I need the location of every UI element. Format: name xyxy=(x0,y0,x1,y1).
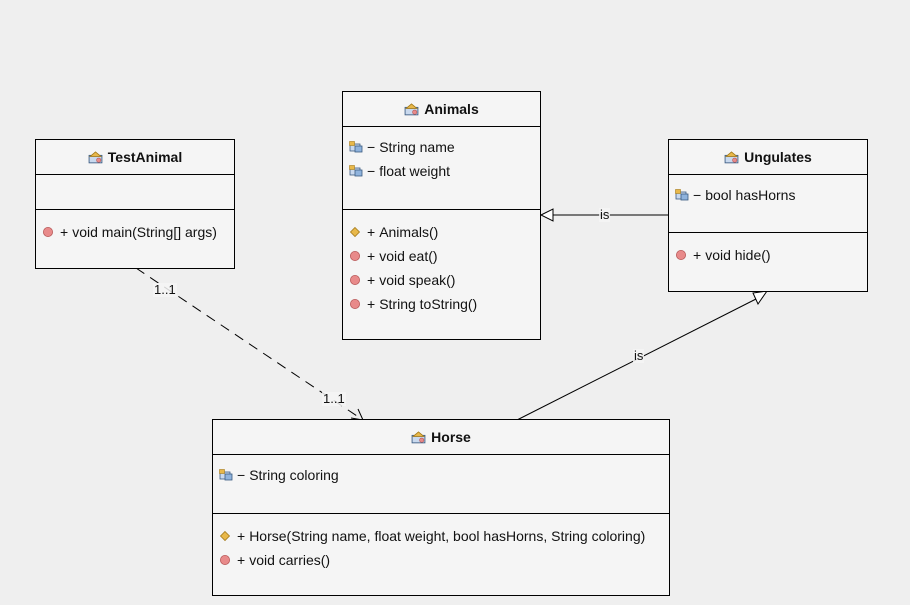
multiplicity-label: 1..1 xyxy=(153,282,177,297)
class-header[interactable]: Ungulates xyxy=(669,140,867,175)
visibility-marker: + xyxy=(367,248,376,264)
public-method-icon xyxy=(350,299,360,309)
class-name: Horse xyxy=(431,429,471,445)
attributes-compartment: −String name−float weight xyxy=(343,127,540,210)
operation-row-text: void eat() xyxy=(379,248,438,264)
operation-row-text: Horse(String name, float weight, bool ha… xyxy=(249,528,646,544)
generalization-label: is xyxy=(599,207,611,222)
operation-row[interactable]: +Horse(String name, float weight, bool h… xyxy=(219,524,669,548)
visibility-marker: + xyxy=(367,272,376,288)
class-header[interactable]: TestAnimal xyxy=(36,140,234,175)
attribute-row-text: String coloring xyxy=(249,467,339,483)
class-icon xyxy=(404,102,419,115)
visibility-marker: + xyxy=(237,528,246,544)
visibility-marker: − xyxy=(237,467,246,483)
private-field-icon xyxy=(219,469,233,481)
attribute-row[interactable]: −String name xyxy=(349,135,540,159)
visibility-marker: − xyxy=(693,187,702,203)
operation-row-text: void main(String[] args) xyxy=(72,224,217,240)
visibility-marker: + xyxy=(693,247,702,263)
attribute-row[interactable]: −String coloring xyxy=(219,463,669,487)
operation-row[interactable]: +void hide() xyxy=(675,243,867,267)
constructor-icon xyxy=(219,530,231,542)
visibility-marker: − xyxy=(367,139,376,155)
class-name: Ungulates xyxy=(744,149,812,165)
public-method-icon xyxy=(43,227,53,237)
attributes-compartment: −String coloring xyxy=(213,455,669,514)
class-header[interactable]: Animals xyxy=(343,92,540,127)
visibility-marker: − xyxy=(367,163,376,179)
public-method-icon xyxy=(350,275,360,285)
multiplicity-label: 1..1 xyxy=(322,391,346,406)
visibility-marker: + xyxy=(60,224,69,240)
operations-compartment: +void hide() xyxy=(669,233,867,267)
class-horse[interactable]: Horse −String coloring +Horse(String name,… xyxy=(212,419,670,596)
attribute-row-text: float weight xyxy=(379,163,451,179)
private-field-icon xyxy=(349,141,363,153)
class-icon xyxy=(724,150,739,163)
operation-row[interactable]: +String toString() xyxy=(349,292,540,316)
visibility-marker: + xyxy=(237,552,246,568)
operation-row[interactable]: +Animals() xyxy=(349,220,540,244)
operation-row[interactable]: +void speak() xyxy=(349,268,540,292)
class-name: Animals xyxy=(424,101,479,117)
attribute-row[interactable]: −float weight xyxy=(349,159,540,183)
public-method-icon xyxy=(220,555,230,565)
attribute-row-text: bool hasHorns xyxy=(705,187,796,203)
private-field-icon xyxy=(349,165,363,177)
operation-row[interactable]: +void main(String[] args) xyxy=(42,220,234,244)
visibility-marker: + xyxy=(367,224,376,240)
class-icon xyxy=(88,150,103,163)
public-method-icon xyxy=(676,250,686,260)
operation-row-text: void speak() xyxy=(379,272,456,288)
class-icon xyxy=(411,430,426,443)
operation-row[interactable]: +void carries() xyxy=(219,548,669,572)
generalization-ungulates-animals[interactable] xyxy=(539,208,668,222)
attribute-row-text: String name xyxy=(379,139,455,155)
attribute-row[interactable]: −bool hasHorns xyxy=(675,183,867,207)
operation-row[interactable]: +void eat() xyxy=(349,244,540,268)
public-method-icon xyxy=(350,251,360,261)
private-field-icon xyxy=(675,189,689,201)
operation-row-text: void carries() xyxy=(249,552,331,568)
operation-row-text: Animals() xyxy=(379,224,439,240)
class-ungulates[interactable]: Ungulates −bool hasHorns +void hide() xyxy=(668,139,868,292)
operation-row-text: void hide() xyxy=(705,247,771,263)
operations-compartment: +Animals()+void eat()+void speak()+Strin… xyxy=(343,210,540,316)
operations-compartment: +Horse(String name, float weight, bool h… xyxy=(213,514,669,572)
operations-compartment: +void main(String[] args) xyxy=(36,210,234,244)
constructor-icon xyxy=(349,226,361,238)
generalization-label: is xyxy=(633,348,645,363)
class-animals[interactable]: Animals−String name−float weight+Animals… xyxy=(342,91,541,340)
operation-row-text: String toString() xyxy=(379,296,478,312)
class-testanimal[interactable]: TestAnimal +void main(String[] args) xyxy=(35,139,235,269)
class-name: TestAnimal xyxy=(107,149,183,165)
attributes-compartment xyxy=(36,175,234,210)
class-header[interactable]: Horse xyxy=(213,420,669,455)
attributes-compartment: −bool hasHorns xyxy=(669,175,867,233)
visibility-marker: + xyxy=(367,296,376,312)
